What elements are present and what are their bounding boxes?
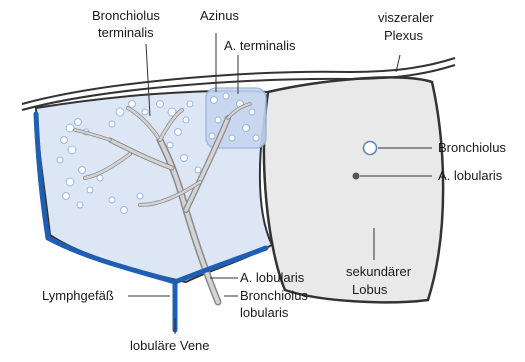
label-bronchiolus-lobularis-2: lobularis bbox=[240, 305, 289, 320]
label-azinus: Azinus bbox=[200, 8, 240, 23]
a-lobularis-marker bbox=[353, 173, 360, 180]
label-a-lobularis-right: A. lobularis bbox=[438, 168, 503, 183]
label-viszeraler-plexus-2: Plexus bbox=[384, 28, 424, 43]
label-a-lobularis-bottom: A. lobularis bbox=[240, 270, 305, 285]
label-lobulaere-vene: lobuläre Vene bbox=[130, 338, 210, 353]
label-viszeraler-plexus-1: viszeraler bbox=[378, 10, 434, 25]
label-a-terminalis: A. terminalis bbox=[224, 38, 296, 53]
label-lymphgefaess: Lymphgefäß bbox=[42, 288, 114, 303]
label-sekundaerer-lobus-1: sekundärer bbox=[346, 264, 412, 279]
label-bronchiolus: Bronchiolus bbox=[438, 140, 506, 155]
label-bronchiolus-lobularis-1: Bronchiolus bbox=[240, 288, 308, 303]
bronchiolus-marker bbox=[364, 142, 377, 155]
label-sekundaerer-lobus-2: Lobus bbox=[352, 282, 388, 297]
label-bronchiolus-terminalis-1: Bronchiolus bbox=[92, 8, 160, 23]
label-bronchiolus-terminalis-2: terminalis bbox=[98, 25, 154, 40]
